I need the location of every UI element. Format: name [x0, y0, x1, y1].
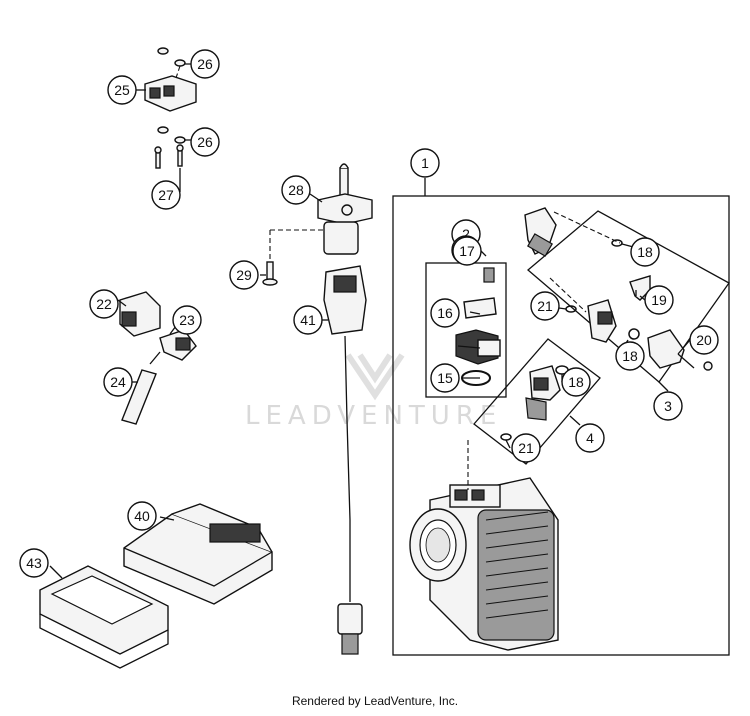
callout-3: 3 [653, 391, 683, 421]
callout-25: 25 [107, 75, 137, 105]
speed-sensor [269, 163, 373, 262]
tilt-sensor [144, 47, 197, 169]
temperature-sensor [149, 329, 197, 365]
callout-28: 28 [281, 175, 311, 205]
map-sensor [455, 267, 501, 386]
callout-26b-label: 26 [197, 134, 213, 150]
callout-18b: 18 [615, 341, 645, 371]
callout-24: 24 [103, 367, 133, 397]
callout-1: 1 [410, 148, 440, 178]
callout-16: 16 [430, 298, 460, 328]
callout-26a-label: 26 [197, 56, 213, 72]
callout-29-label: 29 [236, 267, 252, 283]
bolt-29 [262, 261, 278, 286]
injector-lower [500, 365, 569, 441]
callout-20: 20 [689, 325, 719, 355]
callout-3-label: 3 [664, 398, 672, 414]
callout-18b-label: 18 [622, 348, 638, 364]
callout-41-label: 41 [300, 312, 316, 328]
callout-24-label: 24 [110, 374, 126, 390]
callout-26a: 26 [190, 49, 220, 79]
injector-kit-2-frame [473, 338, 601, 465]
callout-seventeen: 17 [452, 236, 482, 266]
callout-21b: 21 [511, 433, 541, 463]
callout-25-label: 25 [114, 82, 130, 98]
callout-2-label: 2 [462, 226, 470, 242]
callout-41: 41 [293, 305, 323, 335]
callout-18a-label: 18 [637, 244, 653, 260]
callout-16-label: 16 [437, 305, 453, 321]
callout-21b-label: 21 [518, 440, 534, 456]
ecu-cover [39, 565, 169, 669]
callout-22: 22 [89, 289, 119, 319]
callout-27-label: 27 [158, 187, 174, 203]
callout-19-label: 19 [651, 292, 667, 308]
assembly-frame [392, 195, 730, 656]
callout-18a: 18 [630, 237, 660, 267]
callout-21a: 21 [530, 291, 560, 321]
injector-upper [524, 207, 713, 371]
wiring-harness [323, 265, 367, 655]
callout-18c-label: 18 [568, 374, 584, 390]
callout-15-label: 15 [437, 370, 453, 386]
callout-23-label: 23 [179, 312, 195, 328]
callout-20-label: 20 [696, 332, 712, 348]
callout-28-label: 28 [288, 182, 304, 198]
callout-23: 23 [172, 305, 202, 335]
throttle-body [409, 477, 559, 651]
callout-43: 43 [19, 548, 49, 578]
callout-43-label: 43 [26, 555, 42, 571]
callout-15: 15 [430, 363, 460, 393]
callout-40-label: 40 [134, 508, 150, 524]
callout-18c: 18 [561, 367, 591, 397]
callout-29: 29 [229, 260, 259, 290]
callout-1-label: 1 [421, 155, 429, 171]
watermark: LEADVENTURE [245, 353, 502, 431]
callout-40: 40 [127, 501, 157, 531]
footer-credit: Rendered by LeadVenture, Inc. [291, 694, 459, 708]
relay-module [119, 291, 161, 337]
ecu-unit [123, 503, 273, 605]
callout-4: 4 [575, 423, 605, 453]
hose-24 [121, 369, 157, 425]
callout-19: 19 [644, 285, 674, 315]
callout-27: 27 [151, 180, 181, 210]
watermark-text: LEADVENTURE [245, 401, 502, 431]
callout-17-label: 17 [459, 243, 475, 259]
callout-21a-label: 21 [537, 298, 553, 314]
callout-4-label: 4 [586, 430, 594, 446]
callout-22-label: 22 [96, 296, 112, 312]
injector-kit-frame [526, 210, 730, 383]
callout-26b: 26 [190, 127, 220, 157]
